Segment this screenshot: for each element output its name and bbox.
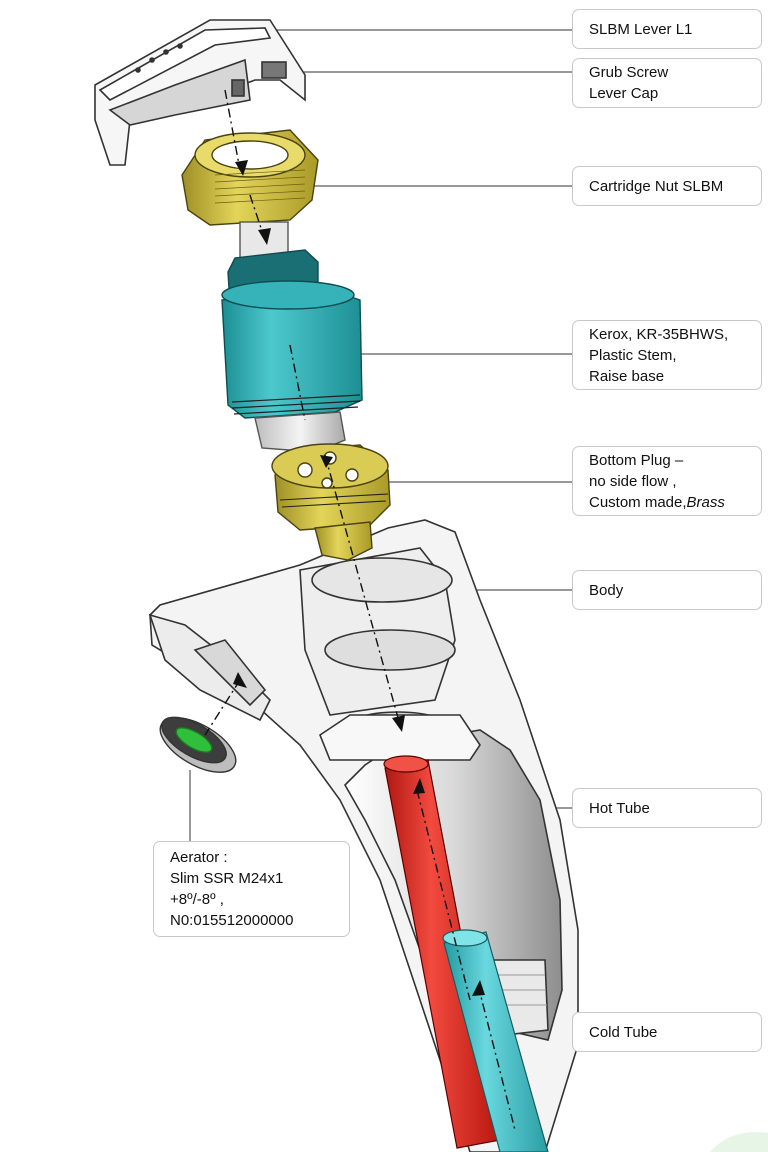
label-line: Slim SSR M24x1: [170, 870, 284, 887]
label-italic: Brass: [686, 493, 725, 511]
cold-tube: [442, 929, 549, 1152]
label-line: Raise base: [589, 367, 665, 385]
label-line: Hot Tube: [589, 799, 650, 817]
lever-cap: [94, 19, 306, 166]
bottom-plug: [271, 443, 391, 561]
label-grub-screw: Grub Screw Lever Cap: [572, 58, 762, 108]
label-text: Custom made,: [589, 493, 687, 511]
label-bottom-plug: Bottom Plug – no side flow , Custom made…: [572, 446, 762, 516]
cartridge-nut: [181, 129, 319, 226]
label-line: Plastic Stem,: [589, 346, 677, 364]
label-slbm-lever: SLBM Lever L1: [572, 9, 762, 49]
label-line: Cold Tube: [589, 1023, 658, 1041]
label-line: SLBM Lever L1: [589, 20, 693, 38]
label-cartridge: Kerox, KR-35BHWS, Plastic Stem, Raise ba…: [572, 320, 762, 390]
cartridge: [221, 221, 363, 453]
label-line: Body: [589, 581, 624, 599]
label-line: Custom made,Brass: [589, 492, 751, 513]
label-line: Kerox, KR-35BHWS,: [589, 325, 729, 343]
assembly-axes: [204, 89, 516, 1131]
label-body: Body: [572, 570, 762, 610]
assembly-arrows: [233, 160, 485, 996]
label-line: no side flow ,: [589, 472, 677, 490]
label-aerator: Aerator : Slim SSR M24x1 +8º/-8º , N0:01…: [153, 841, 350, 937]
label-line: +8º/-8º ,: [170, 891, 224, 908]
label-cartridge-nut: Cartridge Nut SLBM: [572, 166, 762, 206]
label-cold-tube: Cold Tube: [572, 1012, 762, 1052]
label-hot-tube: Hot Tube: [572, 788, 762, 828]
corner-mark: [710, 1132, 768, 1152]
label-line: Bottom Plug –: [589, 451, 684, 469]
label-line: Lever Cap: [589, 85, 659, 102]
aerator: [159, 716, 237, 773]
label-line: Grub Screw: [589, 64, 669, 81]
label-line: Aerator :: [170, 849, 228, 866]
label-line: Cartridge Nut SLBM: [589, 177, 724, 195]
label-line: N0:015512000000: [170, 912, 294, 929]
